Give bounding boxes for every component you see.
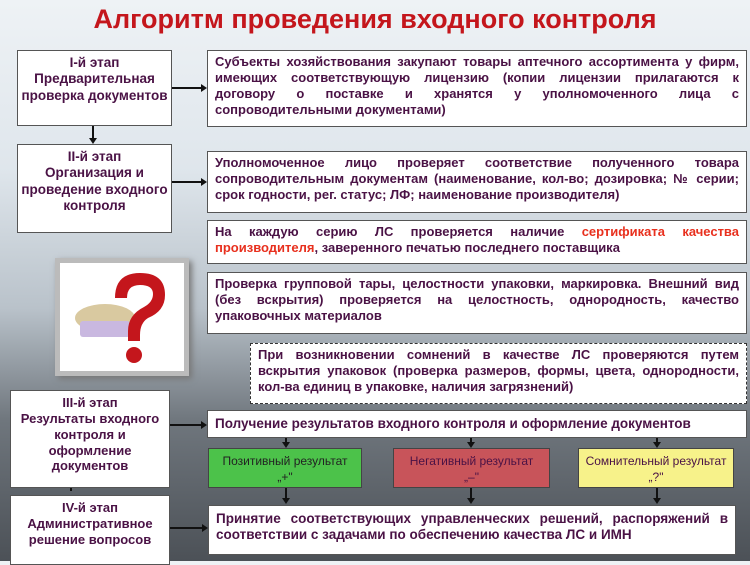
result-negative-sign: „–" [464,470,479,485]
result-negative-label: Негативный результат [409,454,534,468]
question-mark-icon [75,273,165,363]
result-positive-label: Позитивный результат [222,454,348,468]
step-document-check: Уполномоченное лицо проверяет соответств… [207,151,747,213]
arrow-to-negative [470,438,472,443]
arrow-stage3-down [70,488,72,491]
stage-1-box: I-й этап Предварительная проверка докуме… [17,50,172,126]
stage-4-text: Административное решение вопросов [27,515,153,547]
certificate-text-a: На каждую серию ЛС проверяется наличие [215,224,582,239]
arrow-stage2-right [172,181,201,183]
stage-4-label: IV-й этап [62,500,118,515]
stage-3-box: III-й этап Результаты входного контроля … [10,390,170,488]
result-doubtful-sign: „?" [648,470,664,485]
arrow-stage1-right [172,87,201,89]
arrow-to-positive [285,438,287,443]
arrow-stage3-right [170,424,201,426]
stage-1-text: Предварительная проверка документов [21,71,168,103]
result-doubtful-label: Сомнительный результат [585,454,727,468]
stage-2-label: II-й этап [67,149,122,164]
result-doubtful: Сомнительный результат „?" [578,448,734,488]
step-get-results: Получение результатов входного контроля … [207,410,747,438]
step-opening-check: При возникновении сомнений в качестве ЛС… [250,343,747,404]
arrow-doubtful-down [656,488,658,499]
pills-question-mark-image [55,258,189,376]
certificate-highlight: сертификата качества производителя [215,224,739,255]
step-certificate-check: На каждую серию ЛС проверяется наличие с… [207,220,747,264]
stage-3-label: III-й этап [62,395,118,410]
arrow-stage4-right [170,527,202,529]
result-negative: Негативный результат „–" [393,448,550,488]
step-packaging-check: Проверка групповой тары, целостности упа… [207,272,747,334]
result-positive: Позитивный результат „+" [208,448,362,488]
certificate-text-c: , заверенного печатью последнего поставщ… [314,239,620,255]
stage-1-label: I-й этап [69,55,120,70]
arrow-stage1-down [92,126,94,139]
stage-2-text: Организация и проведение входного контро… [21,165,168,214]
arrow-to-doubtful [656,438,658,443]
step-decisions: Принятие соответствующих управленческих … [208,505,736,555]
stage-2-box: II-й этап Организация и проведение входн… [17,144,172,233]
result-positive-sign: „+" [277,470,293,485]
stage-3-text: Результаты входного контроля и оформлени… [20,410,160,474]
page-title: Алгоритм проведения входного контроля [93,4,657,34]
stage-4-box: IV-й этап Административное решение вопро… [10,495,170,565]
arrow-positive-down [285,488,287,499]
step-supplier-license: Субъекты хозяйствования закупают товары … [207,50,747,127]
arrow-negative-down [470,488,472,499]
